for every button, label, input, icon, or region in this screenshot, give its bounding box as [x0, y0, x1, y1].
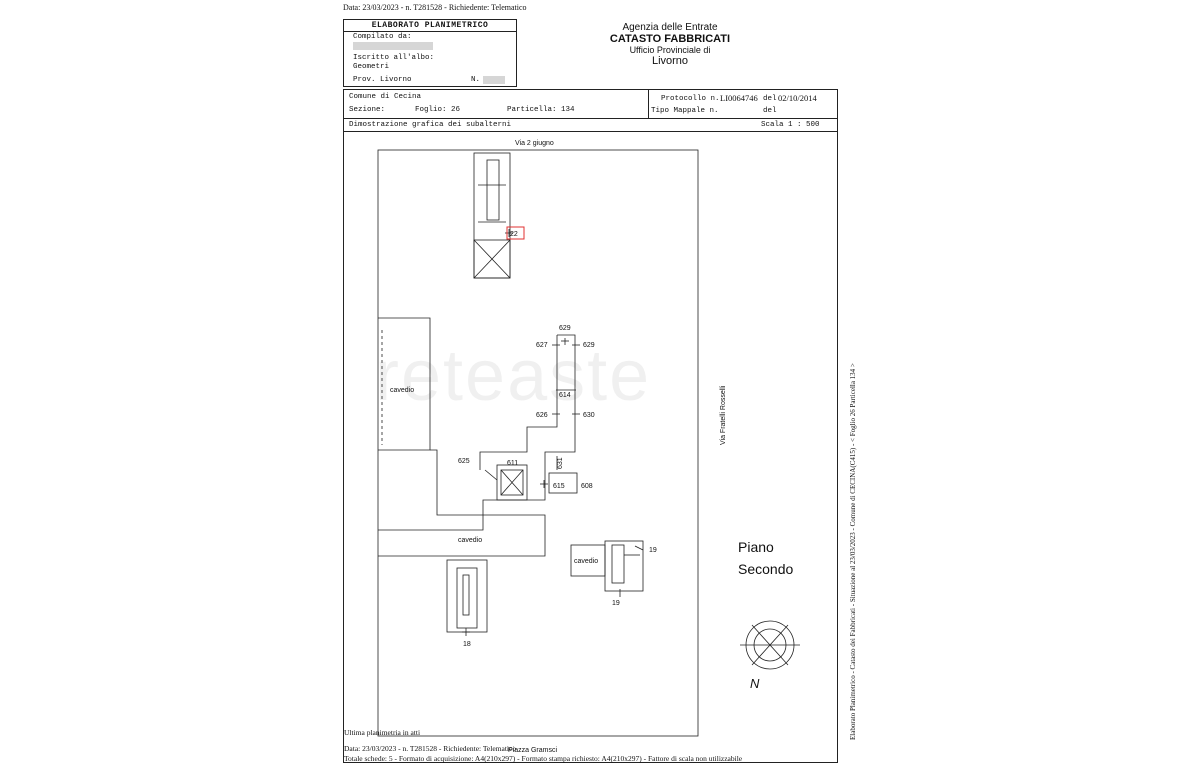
- redacted-name: [353, 42, 433, 50]
- agency-line4: Livorno: [651, 55, 689, 67]
- label-629b: 629: [583, 342, 595, 349]
- dimostrazione-text: Dimostrazione grafica dei subalterni: [349, 121, 512, 129]
- unit-615-box: [548, 472, 578, 494]
- label-cavedio-right: cavedio: [574, 558, 598, 565]
- label-625: 625: [458, 458, 470, 465]
- floor-label: Piano Secondo: [738, 536, 793, 580]
- tipo-mappale-label: Tipo Mappale n.: [651, 107, 719, 115]
- stair-core-top: [486, 159, 500, 221]
- agency-line2: CATASTO FABBRICATI: [609, 33, 731, 45]
- cavedio-bottom: [378, 514, 546, 557]
- label-18: 18: [463, 641, 471, 648]
- elevator-top: [473, 239, 511, 279]
- iscritto-label: Iscritto all'albo:: [353, 54, 435, 62]
- label-19a: 19: [649, 547, 657, 554]
- info-vdivider: [648, 90, 649, 118]
- label-629a: 629: [559, 325, 571, 332]
- info-divider-2: [344, 131, 837, 132]
- info-divider-1: [344, 118, 837, 119]
- bottom-meta-2: Totale schede: 5 - Formato di acquisizio…: [344, 754, 743, 763]
- agency-line1: Agenzia delle Entrate: [622, 22, 718, 33]
- redacted-number: [483, 76, 505, 84]
- particella-text: Particella: 134: [507, 106, 575, 114]
- scala-text: Scala 1 : 500: [761, 121, 820, 129]
- del2-label: del: [763, 107, 777, 115]
- label-626: 626: [536, 412, 548, 419]
- compass-n: N: [750, 676, 760, 691]
- sezione-text: Sezione:: [349, 106, 386, 114]
- street-top: Via 2 giugno: [515, 140, 554, 147]
- label-608: 608: [581, 483, 593, 490]
- del-date: 02/10/2014: [778, 93, 817, 103]
- elaborato-title: ELABORATO PLANIMETRICO: [344, 20, 516, 32]
- label-627: 627: [536, 342, 548, 349]
- floor-line1: Piano: [738, 539, 774, 555]
- del-label: del: [763, 95, 777, 103]
- geometri-label: Geometri: [353, 63, 390, 71]
- stair-block-bottom: [446, 559, 488, 633]
- label-630: 630: [583, 412, 595, 419]
- highlight-22: [506, 226, 525, 240]
- compilato-label: Compilato da:: [353, 33, 412, 41]
- protocollo-number: LI0064746: [720, 93, 758, 103]
- prov-label: Prov. Livorno: [353, 76, 412, 84]
- bottom-meta-1: Data: 23/03/2023 - n. T281528 - Richiede…: [344, 744, 517, 753]
- label-cavedio-left: cavedio: [390, 387, 414, 394]
- comune-text: Comune di Cecina: [349, 93, 422, 101]
- bottom-note: Ultima planimetria in atti: [344, 728, 421, 737]
- parcel-outline: [377, 149, 699, 737]
- stair-block-right: [604, 540, 644, 592]
- street-right: Via Fratelli Rosselli: [720, 385, 727, 445]
- stair-core-center: [496, 464, 528, 501]
- street-bottom: Piazza Gramsci: [508, 747, 558, 754]
- n-label: N.: [471, 76, 481, 84]
- label-19b: 19: [612, 600, 620, 607]
- agency-line3: Ufficio Provinciale di: [629, 45, 711, 55]
- cavedio-left: [378, 317, 431, 451]
- label-22: 22: [510, 231, 518, 238]
- protocollo-label: Protocollo n.: [661, 95, 720, 103]
- elaborato-box: ELABORATO PLANIMETRICO Compilato da: Isc…: [343, 19, 517, 87]
- side-text: Elaborato Planimetrico - Catasto dei Fab…: [849, 363, 857, 740]
- main-frame: Comune di Cecina Sezione: Foglio: 26 Par…: [343, 89, 838, 763]
- top-meta: Data: 23/03/2023 - n. T281528 - Richiede…: [343, 3, 527, 12]
- foglio-text: Foglio: 26: [415, 106, 461, 114]
- label-611: 611: [507, 460, 518, 467]
- watermark-text: reteaste: [375, 336, 652, 416]
- label-cavedio-bottom: cavedio: [458, 537, 482, 544]
- label-631: 631: [557, 457, 564, 469]
- agency-header: Agenzia delle Entrate CATASTO FABBRICATI…: [590, 22, 750, 67]
- floor-line2: Secondo: [738, 561, 794, 577]
- label-614: 614: [559, 392, 571, 399]
- label-615: 615: [553, 483, 565, 490]
